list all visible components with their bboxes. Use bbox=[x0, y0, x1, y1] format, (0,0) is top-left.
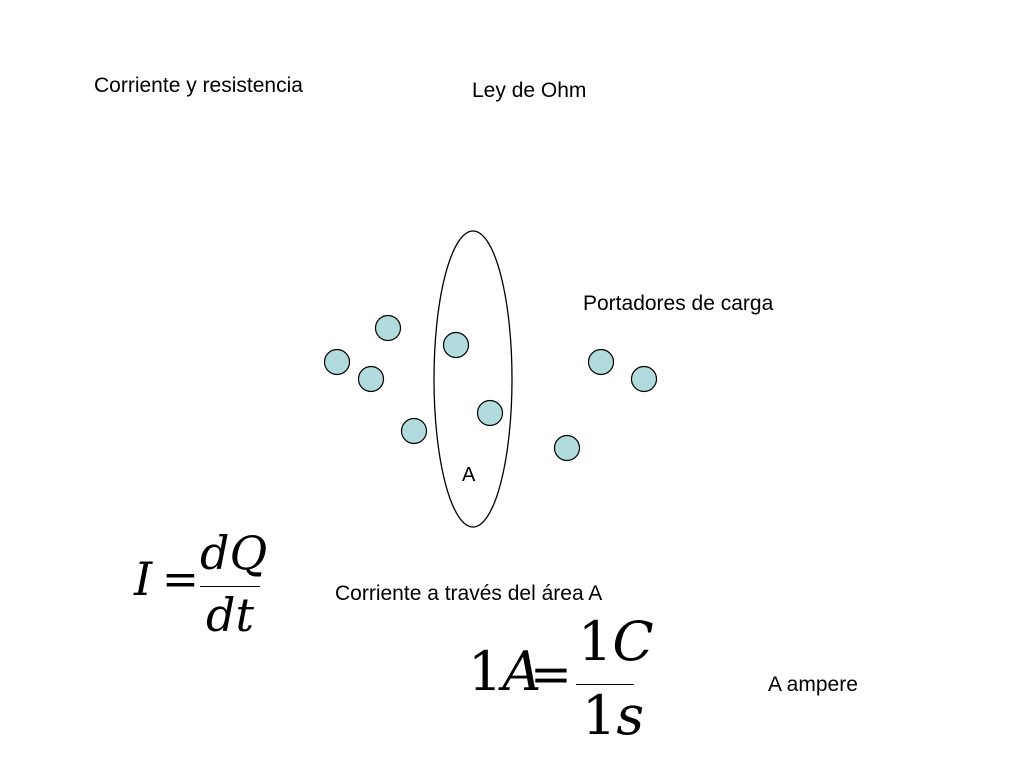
charge-carrier bbox=[630, 365, 658, 393]
fraction-bar bbox=[576, 684, 634, 685]
charge-carrier bbox=[553, 434, 581, 462]
ampere-lhs: 1A bbox=[468, 645, 541, 699]
area-label: A bbox=[462, 464, 476, 486]
charge-carrier bbox=[374, 314, 402, 342]
ampere-label: A ampere bbox=[768, 673, 858, 696]
equals-sign: = bbox=[530, 645, 572, 703]
charge-carriers-label: Portadores de carga bbox=[583, 292, 774, 315]
second-unit: s bbox=[616, 684, 645, 747]
charge-carrier bbox=[587, 348, 615, 376]
coulomb-unit: C bbox=[612, 610, 654, 673]
equals-sign: = bbox=[162, 554, 199, 605]
coulomb-number: 1 bbox=[578, 610, 613, 673]
cross-section-area bbox=[433, 230, 513, 528]
second-denominator: 1s bbox=[582, 689, 644, 743]
ampere-lhs-unit: A bbox=[502, 640, 542, 703]
charge-carrier bbox=[400, 417, 428, 445]
coulomb-numerator: 1C bbox=[578, 615, 654, 669]
fraction-bar bbox=[200, 586, 260, 587]
time-differential: dt bbox=[206, 588, 254, 642]
current-formula: I = dQ dt bbox=[130, 530, 280, 640]
slide-subtitle: Ley de Ohm bbox=[472, 79, 587, 102]
current-description: Corriente a través del área A bbox=[335, 582, 603, 605]
charge-differential: dQ bbox=[200, 526, 268, 580]
charge-carriers bbox=[323, 314, 658, 462]
charge-carrier bbox=[323, 348, 351, 376]
charge-carrier bbox=[442, 331, 470, 359]
second-number: 1 bbox=[582, 684, 617, 747]
charge-carrier bbox=[476, 399, 504, 427]
charge-carrier bbox=[357, 365, 385, 393]
ampere-formula: 1A = 1C 1s bbox=[468, 615, 654, 745]
current-symbol: I bbox=[134, 552, 153, 606]
ampere-lhs-number: 1 bbox=[468, 640, 503, 703]
slide-title: Corriente y resistencia bbox=[94, 74, 303, 97]
